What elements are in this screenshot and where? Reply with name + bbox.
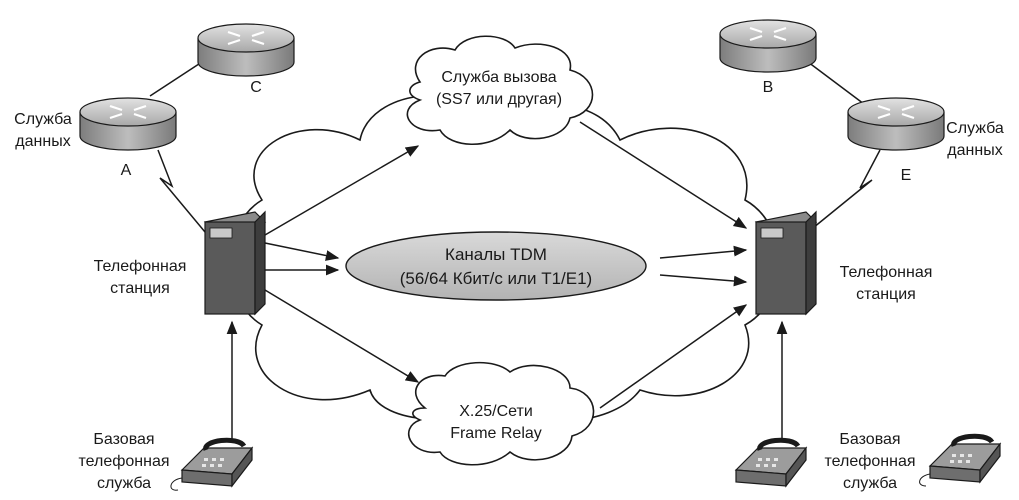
arrow-tdm-to-right-lower xyxy=(659,274,748,287)
arrow-tdm-to-right-upper xyxy=(659,245,748,259)
router-e xyxy=(847,97,945,151)
right-telephone-2 xyxy=(919,433,1002,487)
right-telephone-1 xyxy=(734,437,808,488)
link-router-a-c xyxy=(149,59,206,97)
left-switch-sublabel: станция xyxy=(110,280,170,297)
arrow-to-tdm-upper xyxy=(264,242,340,261)
right-phone-label-2: телефонная xyxy=(824,453,915,470)
router-b-label: B xyxy=(763,79,774,96)
router-c-label: C xyxy=(250,79,262,96)
call-service-cloud xyxy=(406,35,594,146)
arrow-call-service-to-right xyxy=(579,121,748,229)
right-switch-sublabel: станция xyxy=(856,286,916,303)
left-phone-label-1: Базовая xyxy=(93,431,154,448)
tdm-label: Каналы TDM xyxy=(445,245,547,264)
left-switch-arrows xyxy=(264,145,420,383)
serial-link-left xyxy=(157,149,206,233)
serial-link-right xyxy=(807,149,881,233)
x25-frame-relay-cloud xyxy=(408,361,595,466)
tdm-channels-ellipse xyxy=(345,231,647,301)
right-data-service-label: Служба xyxy=(946,120,1004,137)
right-telephone-switch xyxy=(754,210,818,316)
call-service-label: Служба вызова xyxy=(441,69,556,86)
left-data-service-sublabel: данных xyxy=(15,133,70,150)
right-phone-label-1: Базовая xyxy=(839,431,900,448)
arrow-x25-to-right xyxy=(599,304,748,409)
call-service-sublabel: (SS7 или другая) xyxy=(436,91,562,108)
arrow-to-call-service xyxy=(264,145,420,236)
right-data-service-sublabel: данных xyxy=(947,142,1002,159)
right-phone-label-3: служба xyxy=(843,475,897,492)
router-a-label: A xyxy=(121,162,132,179)
left-switch-label: Телефонная xyxy=(94,258,187,275)
left-telephone-switch xyxy=(203,210,267,316)
x25-label: X.25/Сети xyxy=(459,403,533,420)
right-switch-label: Телефонная xyxy=(840,264,933,281)
left-data-service-label: Служба xyxy=(14,111,72,128)
left-phone-label-2: телефонная xyxy=(78,453,169,470)
router-c xyxy=(197,23,295,77)
router-e-label: E xyxy=(901,167,912,184)
router-b xyxy=(719,19,817,73)
router-a xyxy=(79,97,177,151)
left-phone-label-3: служба xyxy=(97,475,151,492)
right-switch-arrows xyxy=(579,121,748,409)
left-telephone xyxy=(170,437,254,491)
tdm-sublabel: (56/64 Кбит/с или T1/E1) xyxy=(400,269,592,288)
arrow-to-x25 xyxy=(264,289,420,383)
frame-relay-label: Frame Relay xyxy=(450,425,542,442)
